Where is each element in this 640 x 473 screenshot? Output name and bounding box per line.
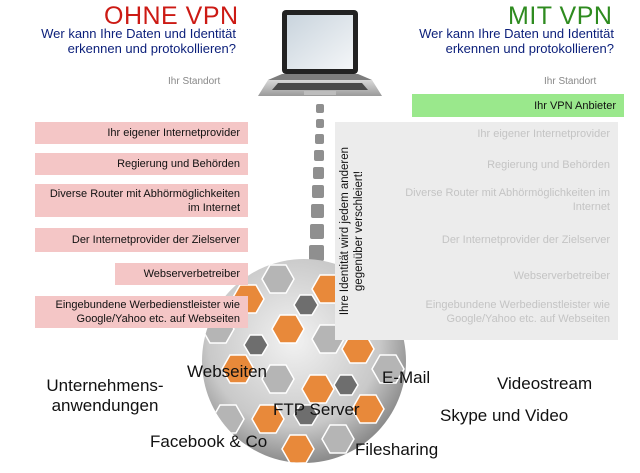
- service-facebook: Facebook & Co: [150, 432, 268, 451]
- left-title: OHNE VPN: [104, 2, 239, 30]
- left-item-routers: Diverse Router mit Abhörmöglichkeiten im…: [35, 184, 248, 217]
- service-filesharing: Filesharing: [355, 440, 439, 459]
- left-location-label: Ihr Standort: [168, 76, 221, 87]
- right-question: Wer kann Ihre Daten und Identität erkenn…: [419, 26, 614, 56]
- veil-text-container: Ihre Identität wird jedem anderen gegenü…: [338, 122, 378, 340]
- service-webseiten: Webseiten: [187, 362, 268, 381]
- right-location-label: Ihr Standort: [544, 76, 597, 87]
- left-item-isp: Ihr eigener Internetprovider: [35, 122, 248, 144]
- laptop-icon: [258, 10, 382, 96]
- right-item-routers: Diverse Router mit Abhörmöglichkeiten im…: [405, 187, 610, 213]
- right-item-isp: Ihr eigener Internetprovider: [477, 128, 610, 140]
- right-item-government: Regierung und Behörden: [487, 159, 610, 171]
- right-item-target-isp: Der Internetprovider der Zielserver: [441, 234, 610, 246]
- right-title: MIT VPN: [508, 2, 613, 30]
- left-item-webserver: Webserverbetreiber: [115, 263, 248, 285]
- service-ftp: FTP Server: [273, 400, 360, 419]
- service-email: E-Mail: [382, 368, 431, 387]
- right-item-advertisers: Eingebundene Werbedienstleister wie Goog…: [425, 299, 610, 325]
- left-item-advertisers: Eingebundene Werbedienstleister wie Goog…: [35, 296, 248, 328]
- left-item-target-isp: Der Internetprovider der Zielserver: [35, 228, 248, 252]
- service-unternehmen: Unternehmens-anwendungen: [46, 376, 164, 415]
- left-question: Wer kann Ihre Daten und Identität erkenn…: [41, 26, 236, 56]
- service-skype: Skype und Video: [440, 406, 569, 425]
- left-item-government: Regierung und Behörden: [35, 153, 248, 175]
- service-videostream: Videostream: [497, 374, 593, 393]
- vpn-provider-box: Ihr VPN Anbieter: [412, 94, 624, 117]
- veiled-panel: [335, 122, 618, 340]
- veil-text: Ihre Identität wird jedem anderen gegenü…: [339, 146, 365, 316]
- right-item-webserver: Webserverbetreiber: [513, 270, 610, 282]
